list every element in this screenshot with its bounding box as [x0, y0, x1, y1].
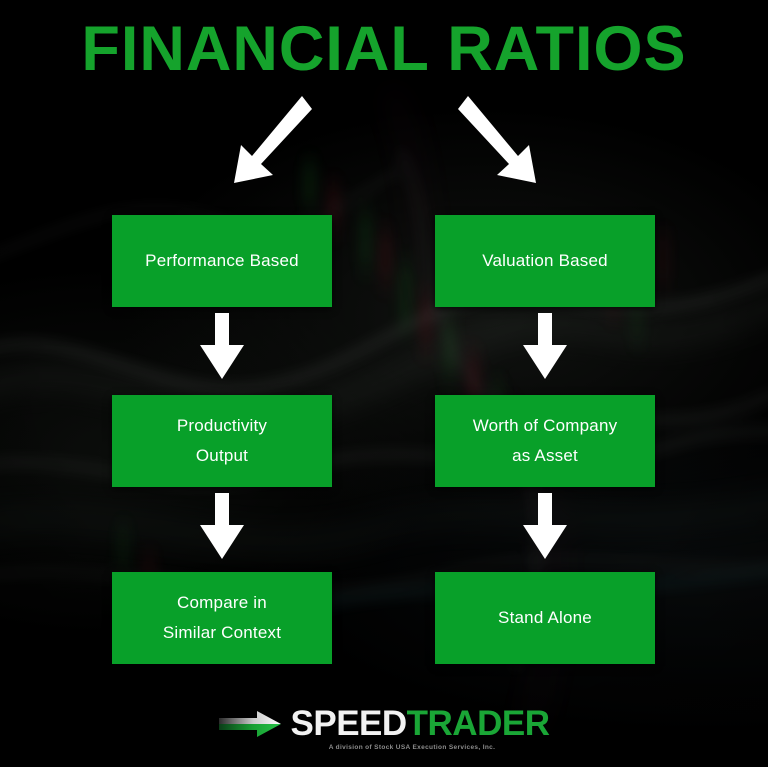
arrow-down-icon [523, 493, 567, 559]
box-label-line-2: Similar Context [162, 623, 282, 642]
box-label-line-1: Productivity [176, 416, 268, 436]
arrow-down-icon [200, 313, 244, 379]
box-label-line-1: Worth of Company [472, 416, 618, 436]
box-label-line-2: Output [195, 446, 249, 465]
diagonal-arrow-down-left-icon [234, 96, 312, 183]
box-label: Productivity Output [177, 411, 267, 471]
logo-word-speed: SPEED [290, 704, 408, 743]
box-compare-in-similar-context[interactable]: Compare in Similar Context [112, 572, 332, 664]
logo-word-trader: TRADER [406, 704, 550, 743]
box-label: Compare in Similar Context [163, 588, 281, 648]
box-worth-of-company-as-asset[interactable]: Worth of Company as Asset [435, 395, 655, 487]
box-valuation-based[interactable]: Valuation Based [435, 215, 655, 307]
diagonal-arrow-down-right-icon [458, 96, 536, 183]
arrow-down-icon [523, 313, 567, 379]
box-label-line-1: Compare in [177, 593, 267, 613]
box-label: Stand Alone [498, 608, 592, 628]
box-label: Worth of Company as Asset [473, 411, 618, 471]
box-label: Valuation Based [482, 251, 608, 271]
box-performance-based[interactable]: Performance Based [112, 215, 332, 307]
speedtrader-arrow-icon [218, 710, 281, 737]
box-productivity-output[interactable]: Productivity Output [112, 395, 332, 487]
page-title: FINANCIAL RATIOS [81, 14, 687, 84]
logo-tagline: A division of Stock USA Execution Servic… [328, 744, 496, 751]
box-stand-alone[interactable]: Stand Alone [435, 572, 655, 664]
box-label-line-2: as Asset [512, 446, 578, 465]
arrow-down-icon [200, 493, 244, 559]
box-label: Performance Based [145, 251, 299, 271]
